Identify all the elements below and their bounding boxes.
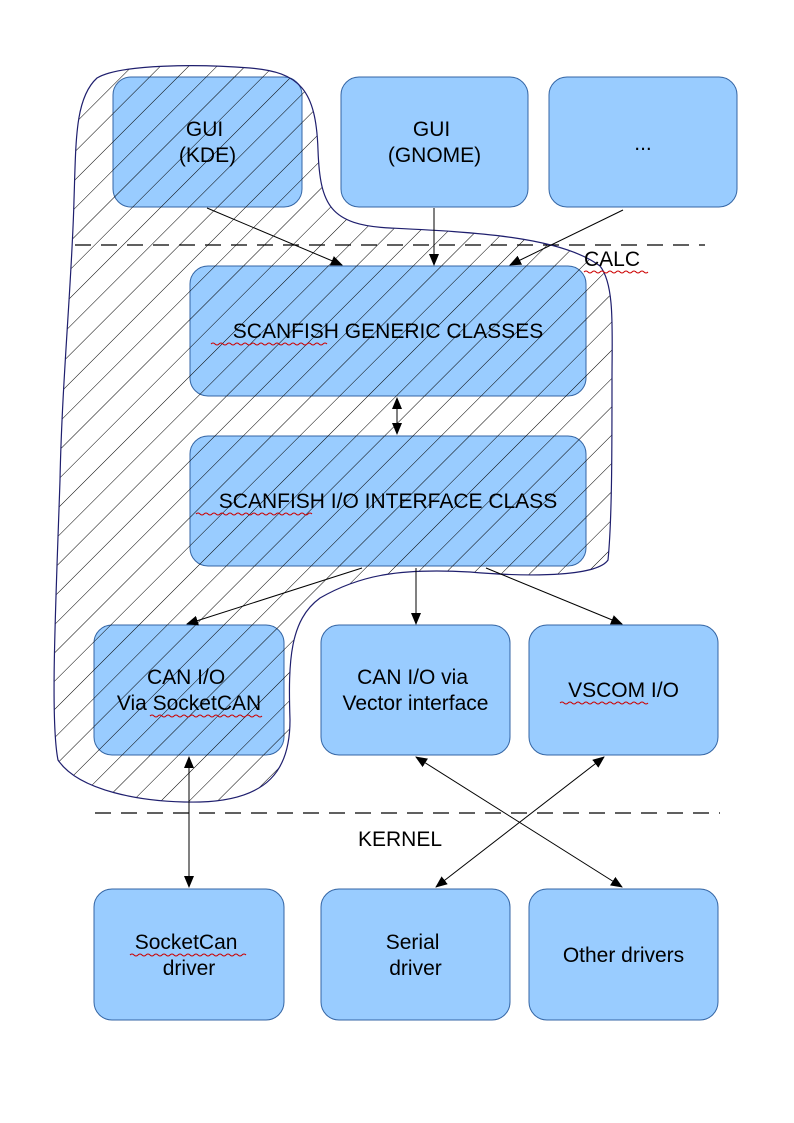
gui-more-box[interactable] — [548, 76, 738, 208]
other-drivers-label: Other drivers — [563, 944, 684, 967]
spellcheck-socketcan-driver — [129, 953, 247, 957]
arrow-kde-to-generic — [206, 207, 343, 266]
spellcheck-vscom — [559, 701, 649, 705]
can-vector-box[interactable] — [320, 624, 511, 756]
calc-spellcheck-underline — [583, 270, 649, 274]
generic-classes-label: SCANFISH GENERIC CLASSES — [233, 320, 543, 343]
can-socketcan-label: CAN I/O Via SocketCAN — [117, 666, 261, 715]
other-drivers-box[interactable] — [528, 888, 719, 1021]
gui-gnome-box[interactable] — [340, 76, 529, 208]
spellcheck-scanfish-generic — [210, 342, 328, 346]
spellcheck-scanfish-io — [195, 512, 313, 516]
io-interface-label: SCANFISH I/O INTERFACE CLASS — [219, 490, 557, 513]
arrow-more-to-generic — [509, 209, 624, 266]
vscom-io-label: VSCOM I/O — [568, 679, 679, 702]
spellcheck-marks — [129, 342, 649, 957]
socketcan-driver-label: SocketCan driver — [135, 931, 244, 980]
serial-driver-label: Serial driver — [386, 931, 446, 980]
gui-more-label: ... — [634, 132, 652, 155]
arrow-io-to-vscom — [485, 567, 623, 625]
gui-gnome-label: GUI (GNOME) — [388, 118, 481, 167]
arrow-io-to-socketcan — [186, 567, 363, 626]
spellcheck-socketcan-box — [149, 714, 263, 718]
can-vector-label: CAN I/O via Vector interface — [343, 666, 489, 715]
arrow-vscom-serial-bidirectional — [435, 756, 605, 888]
arrow-layer — [184, 207, 624, 888]
calc-zone-label: CALC — [584, 248, 640, 271]
arrow-vector-other-bidirectional — [415, 756, 623, 888]
gui-kde-label: GUI (KDE) — [179, 118, 236, 167]
vscom-io-box[interactable] — [528, 624, 719, 756]
serial-driver-box[interactable] — [320, 888, 511, 1021]
kernel-zone-label: KERNEL — [358, 828, 442, 851]
label-layer: GUI (KDE) GUI (GNOME) ... SCANFISH GENER… — [117, 118, 684, 980]
